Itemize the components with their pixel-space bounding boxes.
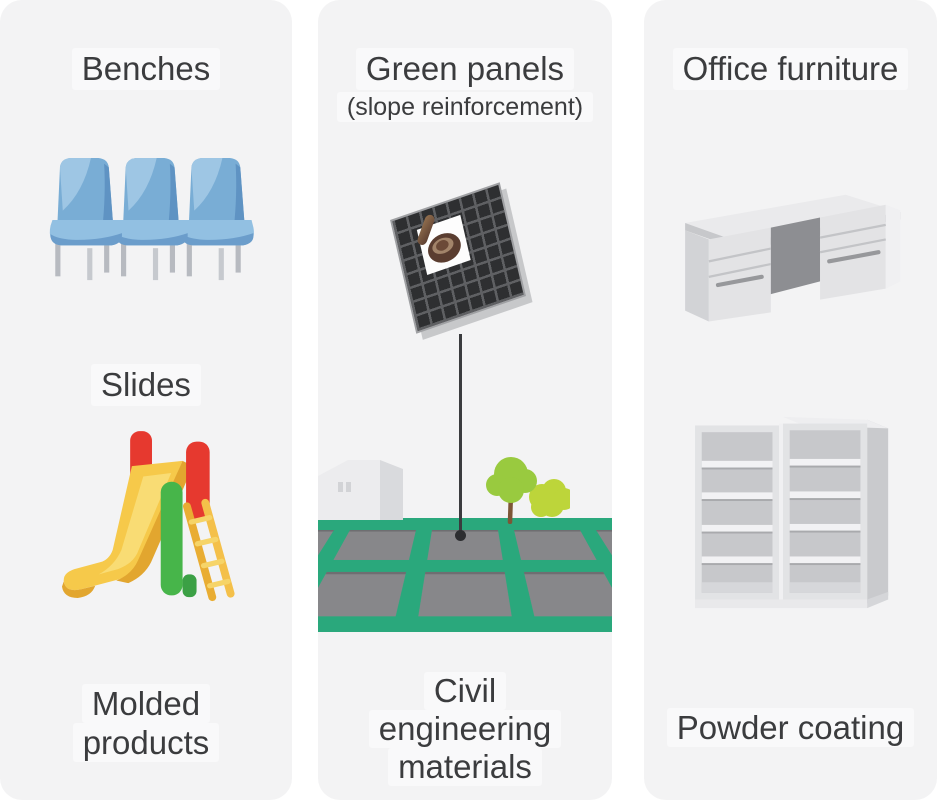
anchor-icon <box>425 228 464 268</box>
shelf-illustration <box>695 416 889 609</box>
category-label-molded-products: Molded products <box>0 684 292 762</box>
category-label-line: Powder coating <box>666 708 915 747</box>
field-tile-grid <box>318 530 612 632</box>
field-tile <box>596 530 612 560</box>
section-title-text: Slides <box>91 364 201 406</box>
tree-icon <box>486 457 570 524</box>
section-title-text: Green panels <box>355 48 575 90</box>
field-tile <box>514 530 598 560</box>
pointer-dot <box>455 530 466 541</box>
section-subtitle-slope-reinforcement: (slope reinforcement) <box>318 92 612 122</box>
bench-chairs-illustration <box>49 158 254 281</box>
building-icon <box>318 460 403 520</box>
grid-panel-illustration <box>390 182 526 334</box>
card-molded-products: Benches Slides <box>0 0 292 800</box>
section-title-slides: Slides <box>0 364 292 406</box>
pointer-line <box>459 334 462 534</box>
field-tile <box>318 530 334 560</box>
category-label-line: Molded <box>81 684 211 723</box>
field-tile <box>418 571 512 617</box>
card-powder-coating: Office furniture <box>644 0 937 800</box>
field-tile <box>318 571 406 617</box>
card-civil-engineering-materials: Green panels (slope reinforcement) <box>318 0 612 800</box>
category-label-line: materials <box>388 748 542 786</box>
field-tile <box>524 571 612 617</box>
category-label-line: products <box>72 723 220 762</box>
section-subtitle-text: (slope reinforcement) <box>336 92 594 122</box>
category-label-civil-engineering: Civil engineering materials <box>318 672 612 786</box>
category-label-line: engineering <box>368 710 562 748</box>
section-title-text: Benches <box>71 48 221 90</box>
section-title-benches: Benches <box>0 48 292 90</box>
category-label-powder-coating: Powder coating <box>644 708 937 747</box>
category-label-line: Civil <box>423 672 507 710</box>
section-title-green-panels: Green panels <box>318 48 612 90</box>
section-title-office-furniture: Office furniture <box>644 48 937 90</box>
field-tile <box>332 530 416 560</box>
desk-illustration <box>685 194 901 322</box>
slide-illustration <box>61 431 235 602</box>
section-title-text: Office furniture <box>672 48 909 90</box>
